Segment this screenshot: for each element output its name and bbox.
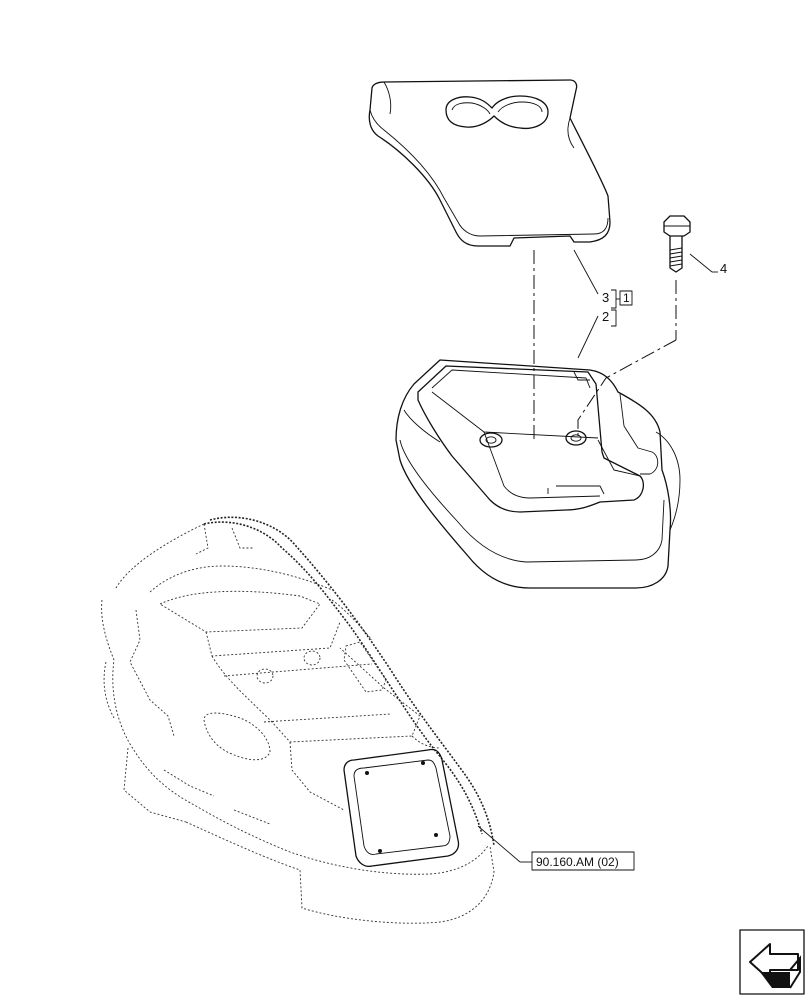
fender-context <box>101 516 495 924</box>
reference-callout: 90.160.AM (02) <box>477 825 635 871</box>
reference-box <box>531 851 635 871</box>
assembly-lines <box>533 250 677 440</box>
callout-item-4: 4 <box>720 261 727 276</box>
callout-item-3: 3 <box>602 290 609 305</box>
callout-item-2: 2 <box>602 309 609 324</box>
navigate-arrow-icon[interactable] <box>739 929 805 995</box>
upper-cover-part <box>368 79 611 247</box>
callout-note-1: 1 <box>623 291 630 305</box>
reference-label[interactable]: 90.160.AM (02) <box>536 855 619 869</box>
console-base-part <box>395 359 681 589</box>
callout-group-2-3: 3 1 2 <box>573 249 633 359</box>
bolt-part: 4 <box>663 215 727 276</box>
